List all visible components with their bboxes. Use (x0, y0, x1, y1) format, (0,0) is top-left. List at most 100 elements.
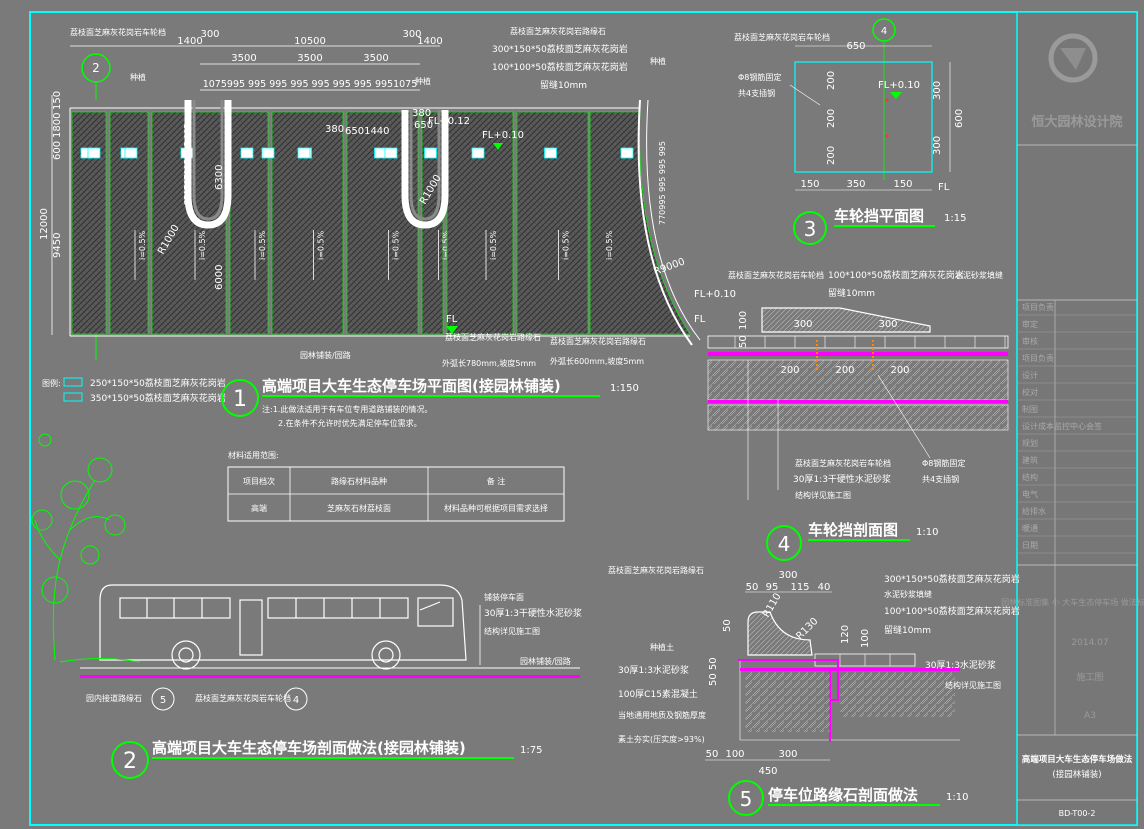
label-c3: 结构详见施工图 (484, 626, 540, 636)
s4-t3: 水泥砂浆填缝 (955, 270, 1003, 280)
dim-10500: 10500 (294, 36, 326, 47)
dim-770-left: 770707995 995 995 (183, 124, 192, 205)
label-c1: 铺装停车面 (484, 592, 524, 602)
curb-arc-right-outer (646, 99, 701, 341)
title-block-row-6: 制图 (1022, 404, 1038, 414)
title-marker-5-num: 5 (740, 787, 753, 811)
materials-table: 材料适用范围: 项目档次 路缘石材料品种 备 注 高端 芝麻灰石材荔枝面 材料品… (227, 450, 565, 522)
table-header-note: 备 注 (487, 476, 506, 486)
s5-d5050: 50 50 (708, 657, 719, 686)
s3-ref-marker-num: 4 (881, 26, 887, 37)
s5-bd300: 300 (778, 749, 797, 760)
s3-rebar2: 共4支插钢 (738, 88, 775, 98)
u-curb-left-inner (192, 100, 224, 221)
slope-label: i=0.5% (258, 230, 267, 260)
fl-012: FL+0.12 (428, 116, 470, 127)
s5-r1: 300*150*50荔枝面芝麻灰花岗岩 (884, 573, 1020, 585)
s5-l2: 30厚1:3水泥砂浆 (618, 664, 689, 676)
dim-3500-b: 3500 (297, 53, 322, 64)
curb-arc-right (637, 99, 693, 346)
note-1: 注:1.此做法适用于有车位专用道路铺装的情况。 (262, 404, 432, 414)
s3-dim-350: 350 (846, 179, 865, 190)
title-block-row-14: 日期 (1022, 541, 1038, 550)
label-curb-top: 荔枝面芝麻灰花岗岩车轮档 (70, 27, 166, 37)
table-cell-material: 芝麻灰石材荔枝面 (327, 503, 391, 513)
parking-bay (229, 111, 269, 335)
s5-curb-stone (747, 611, 813, 656)
u-curb-mid (401, 110, 449, 229)
s5-t1: 荔枝面芝麻灰花岗岩路缘石 (608, 565, 704, 575)
dim-6000: 6000 (214, 265, 225, 290)
s3-dim-200b: 200 (826, 109, 837, 128)
slope-label: i=0.5% (489, 230, 498, 260)
s4-dim-300b: 300 (878, 319, 897, 330)
table-cell-level: 高端 (251, 503, 267, 513)
s4-b1: 荔枝面芝麻灰花岗岩车轮档 (795, 458, 891, 468)
sheet3-title: 车轮挡平面图 (834, 207, 924, 225)
dim-650-a: 650 (414, 120, 433, 131)
s5-r4: 留缝10mm (884, 624, 931, 636)
title-block-row-9: 建筑 (1022, 455, 1038, 465)
title-marker-4 (766, 525, 802, 561)
dim-1400-left: 1400 (177, 36, 202, 47)
s5-l4: 当地通用地质及钢筋厚度 (618, 710, 706, 720)
company-name: 恒大园林设计院 (1031, 114, 1122, 130)
drawing-number: BD-T00-2 (1059, 809, 1096, 818)
s5-d50v: 50 (722, 619, 733, 632)
wheel-stop-marker (297, 147, 311, 159)
wheel-stop-marker (261, 147, 275, 159)
s5-bd450: 450 (758, 766, 777, 777)
legend-swatch-1 (63, 377, 83, 387)
fl-010: FL+0.10 (482, 130, 524, 141)
label-tree-mid: 种植 (415, 76, 431, 86)
title-block-row-13: 暖通 (1022, 523, 1038, 533)
slope-label: i=0.5% (138, 230, 147, 260)
title-marker-2-num: 2 (123, 749, 137, 774)
bus-illustration-icon (99, 584, 467, 670)
title-block-row-1: 审定 (1022, 319, 1038, 329)
slope-label: i=0.5% (442, 230, 451, 260)
s4-fl: FL (694, 314, 706, 325)
title-marker-1 (221, 379, 259, 417)
s4-dim-100: 100 (738, 311, 749, 330)
plan-view: 1400 300 10500 300 1400 3500 3500 3500 1… (39, 26, 701, 428)
ref-marker-5 (151, 687, 175, 711)
label-tree-left: 种植 (130, 72, 146, 82)
s5-dim-40: 40 (818, 582, 831, 593)
s3-dim-200c: 200 (826, 146, 837, 165)
s5-dim-95: 95 (766, 582, 779, 593)
wheel-stop-plan: 荔枝面芝麻灰花岗岩车轮档 4 650 Φ8钢筋固定 共4支插钢 FL+0.10 … (734, 18, 966, 245)
slope-label: i=0.5% (317, 230, 326, 260)
label-c5: 园内接道路缘石 (86, 693, 142, 703)
legend-item-2: 350*150*50荔枝面芝麻灰花岗岩 (90, 392, 226, 404)
label-c2: 30厚1:3干硬性水泥砂浆 (484, 607, 582, 619)
label-curb-b1: 荔枝面芝麻灰花岗岩路缘石 (445, 332, 541, 342)
s4-t1: 荔枝面芝麻灰花岗岩车轮档 (728, 270, 824, 280)
dim-row3: 1075995 995 995 995 995 995 995 9951075 (203, 79, 418, 90)
s4-b2: 30厚1:3干硬性水泥砂浆 (793, 473, 891, 485)
sheet4-scale: 1:10 (916, 527, 938, 538)
s4-fl010: FL+0.10 (694, 289, 736, 300)
s3-dim-650: 650 (846, 41, 865, 52)
s5-d100: 100 (860, 629, 871, 648)
dim-770-right: 770995 995 995 995 (658, 141, 667, 225)
s5-dim-50: 50 (746, 582, 759, 593)
legend-title: 图例: (42, 378, 61, 388)
parking-bay (516, 111, 589, 335)
dim-1400-right: 1400 (417, 36, 442, 47)
ref-marker-5-num: 5 (160, 695, 166, 706)
label-tree-right: 种植 (650, 56, 666, 66)
dim-1800-v: 1800 (52, 113, 63, 138)
title-marker-1-num: 1 (233, 387, 247, 412)
s3-dim-600: 600 (954, 109, 965, 128)
radius-r9000: R9000 (652, 256, 686, 277)
sheet3-scale: 1:15 (944, 213, 966, 224)
table-header-level: 项目档次 (243, 476, 275, 486)
s5-dim-115: 115 (790, 582, 809, 593)
s4-stop-shape (761, 307, 931, 333)
s5-r130: R130 (794, 616, 820, 642)
dim-9450-v: 9450 (52, 233, 63, 258)
s4-dim-200a: 200 (780, 365, 799, 376)
sheet1-scale: 1:150 (610, 383, 639, 394)
label-gap: 留缝10mm (540, 79, 587, 91)
